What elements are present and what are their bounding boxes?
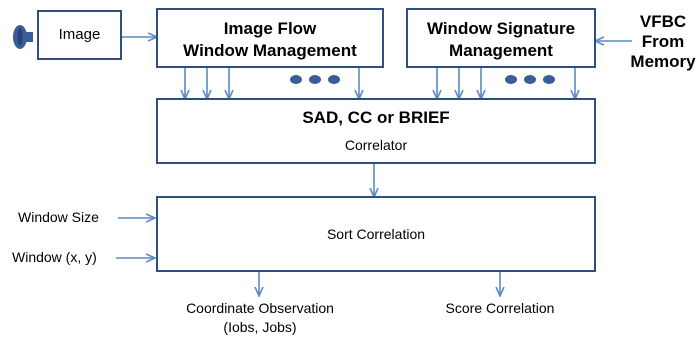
signature-box-title-line1: Window Signature	[426, 19, 576, 38]
vfbc-line2: From	[641, 32, 685, 51]
flow-box-title-line2: Window Management	[183, 41, 357, 60]
coordinate-observation-label: Coordinate Observation	[186, 300, 334, 316]
ellipsis-dot	[524, 75, 536, 84]
ellipsis-dot	[543, 75, 555, 84]
ellipsis-dot	[309, 75, 321, 84]
image-box-label: Image	[58, 26, 101, 43]
sort-correlation-label: Sort Correlation	[326, 226, 426, 242]
vfbc-line1: VFBC	[639, 12, 687, 31]
ellipsis-dot	[505, 75, 517, 84]
ellipsis-dot	[328, 75, 340, 84]
vfbc-line3: Memory	[630, 52, 696, 71]
image-flow-window-management-box: Image Flow Window Management	[156, 8, 384, 68]
ellipsis-dot	[290, 75, 302, 84]
window-xy-label: Window (x, y)	[12, 249, 97, 265]
score-correlation-label: Score Correlation	[445, 300, 555, 316]
signature-box-title-line2: Management	[449, 41, 553, 60]
flow-box-title-line1: Image Flow	[223, 19, 317, 38]
correlator-title: SAD, CC or BRIEF	[302, 108, 450, 127]
window-size-label: Window Size	[18, 209, 99, 225]
sort-correlation-box: Sort Correlation	[156, 196, 596, 272]
window-signature-management-box: Window Signature Management	[406, 8, 596, 68]
correlator-box: SAD, CC or BRIEF Correlator	[156, 98, 596, 164]
correlator-subtitle: Correlator	[344, 137, 408, 153]
camera-lens-icon	[13, 25, 33, 49]
coordinate-observation-values: (Iobs, Jobs)	[223, 319, 297, 335]
image-box: Image	[37, 10, 122, 60]
